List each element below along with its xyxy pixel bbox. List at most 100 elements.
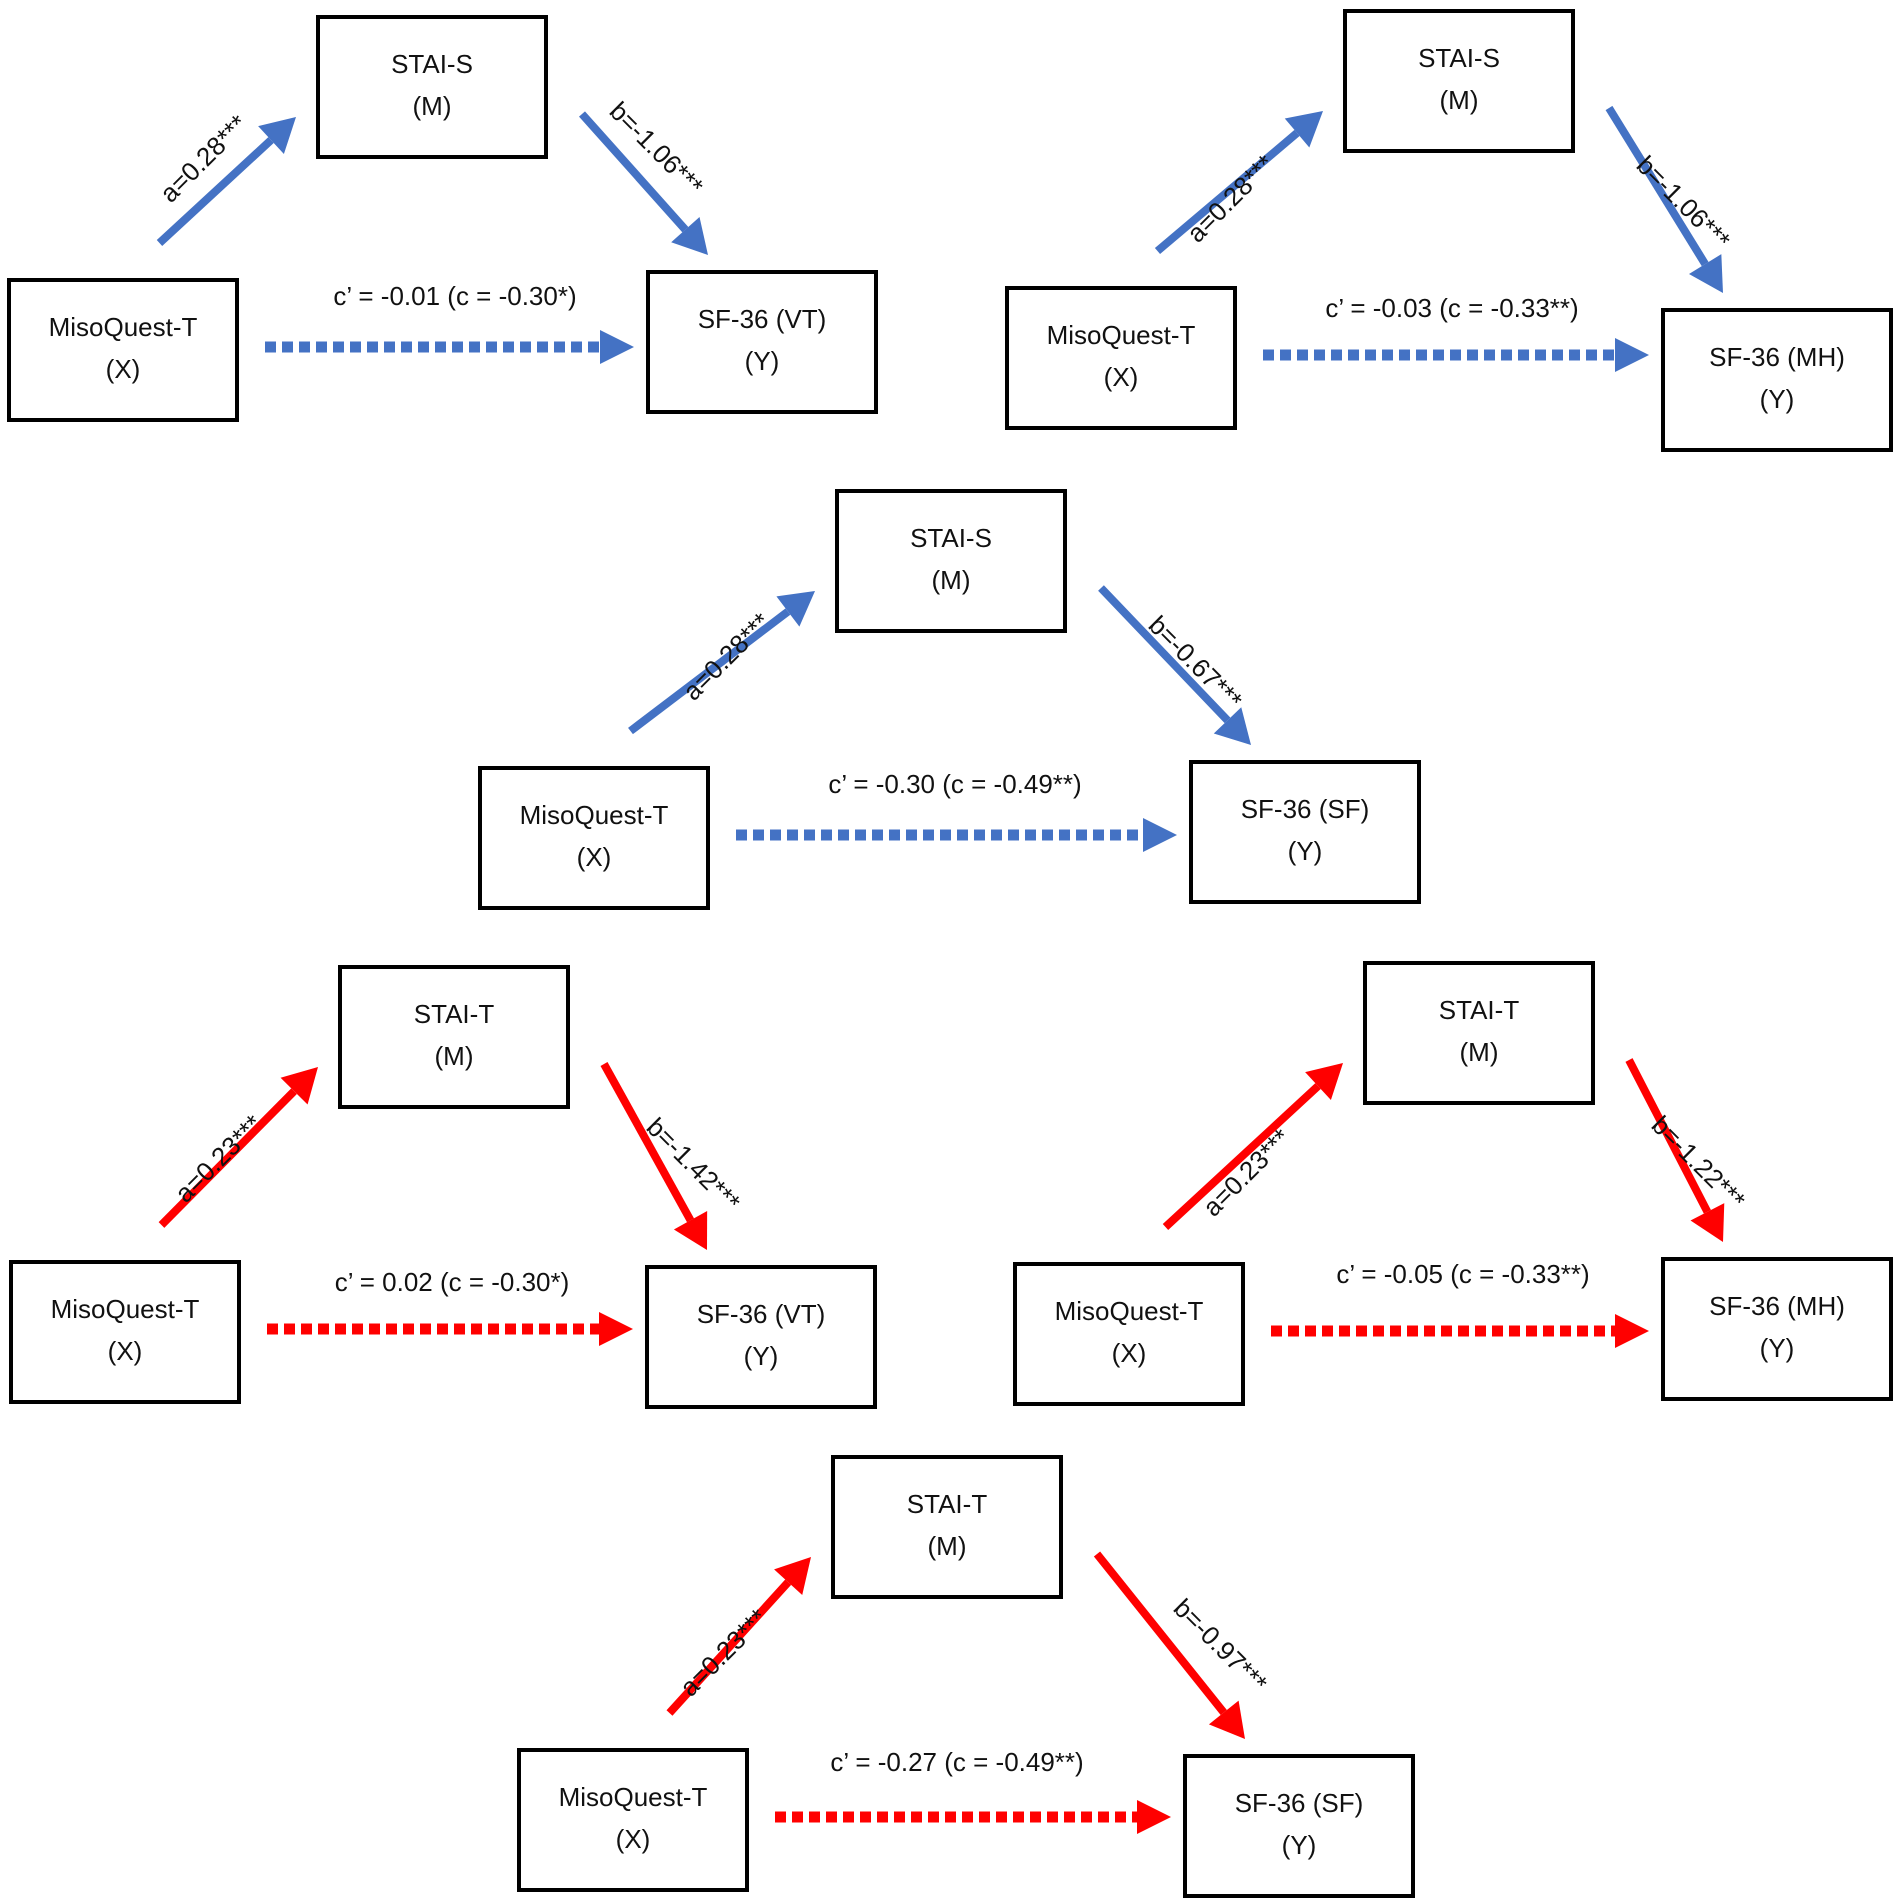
outcome-box-role: (Y) [1288, 836, 1323, 866]
outcome-box-label: SF-36 (MH) [1709, 342, 1845, 372]
predictor-box-label: MisoQuest-T [1047, 320, 1196, 350]
b-path-label: b=-0.97*** [1168, 1593, 1274, 1699]
mediator-box: STAI-T (M) [831, 1455, 1063, 1599]
predictor-box-label: MisoQuest-T [51, 1294, 200, 1324]
predictor-box-frame [9, 1260, 241, 1404]
mediator-box-frame [831, 1455, 1063, 1599]
outcome-box-role: (Y) [744, 1341, 779, 1371]
a-path-arrow-head [776, 591, 815, 627]
predictor-box: MisoQuest-T (X) [1005, 286, 1237, 430]
mediator-box-role: (M) [1460, 1037, 1499, 1067]
a-path-arrow-shaft [156, 137, 274, 246]
c-path-label: c’ = -0.30 (c = -0.49**) [828, 769, 1081, 799]
a-path-label: a=0.23*** [1197, 1123, 1296, 1222]
outcome-box-frame [646, 270, 878, 414]
c-path-label: c’ = -0.27 (c = -0.49**) [830, 1747, 1083, 1777]
b-path-arrow-shaft [1625, 1058, 1711, 1214]
outcome-box-label: SF-36 (VT) [698, 304, 827, 334]
predictor-box-label: MisoQuest-T [1055, 1296, 1204, 1326]
b-path-label: b=-1.06*** [1631, 150, 1737, 256]
outcome-box: SF-36 (SF)(Y) [1183, 1754, 1415, 1898]
mediator-box: STAI-S(M) [835, 489, 1067, 633]
mediation-model-1: STAI-S(M)MisoQuest-T(X)SF-36 (VT)(Y)a=0.… [7, 15, 878, 422]
outcome-box-frame [1183, 1754, 1415, 1898]
predictor-box-frame [517, 1748, 749, 1892]
b-path-arrow-head [1690, 1203, 1725, 1242]
outcome-box: SF-36 (MH) (Y) [1661, 308, 1893, 452]
mediator-box-label: STAI-S [1418, 43, 1500, 73]
b-path-arrow-shaft [1098, 585, 1231, 724]
b-path-label: b=-0.67*** [1143, 610, 1249, 716]
predictor-box-role: (X) [1112, 1338, 1147, 1368]
predictor-box-role: (X) [577, 842, 612, 872]
outcome-box-frame [1661, 1257, 1893, 1401]
predictor-box: MisoQuest-T (X) [9, 1260, 241, 1404]
mediator-box-frame [1363, 961, 1595, 1105]
outcome-box: SF-36 (VT) (Y) [646, 270, 878, 414]
mediation-model-6: STAI-T (M) MisoQuest-T (X) SF-36 (SF)(Y) a=0.… [517, 1455, 1415, 1898]
predictor-box-frame [1005, 286, 1237, 430]
b-path-arrow-shaft [600, 1062, 695, 1223]
b-path-arrow-head [1688, 254, 1723, 293]
c-path-label: c’ = 0.02 (c = -0.30*) [335, 1267, 570, 1297]
a-path-label: a=0.28*** [1181, 149, 1280, 248]
predictor-box-role: (X) [106, 354, 141, 384]
outcome-box: SF-36 (SF) (Y) [1189, 760, 1421, 904]
outcome-box: SF-36 (VT) (Y) [645, 1265, 877, 1409]
b-path-arrow-head [671, 216, 708, 255]
mediation-model-5: STAI-T (M) MisoQuest-T (X) SF-36 (MH) (Y) a=0.… [1013, 961, 1893, 1406]
c-path-arrow-head [1615, 1314, 1649, 1348]
predictor-box-role: (X) [108, 1336, 143, 1366]
predictor-box-frame [1013, 1262, 1245, 1406]
a-path-arrow-shaft [628, 608, 791, 735]
a-path-arrow-head [280, 1067, 318, 1105]
outcome-box-frame [1189, 760, 1421, 904]
a-path-arrow-head [774, 1557, 811, 1595]
predictor-box: MisoQuest-T (X) [1013, 1262, 1245, 1406]
outcome-box-label: SF-36 (VT) [697, 1299, 826, 1329]
predictor-box-frame [7, 278, 239, 422]
mediation-model-2: STAI-S (M) MisoQuest-T (X) SF-36 (MH) (Y) a=0.… [1005, 9, 1893, 452]
predictor-box-label: MisoQuest-T [49, 312, 198, 342]
mediator-box-role: (M) [1440, 85, 1479, 115]
predictor-box: MisoQuest-T (X) [478, 766, 710, 910]
outcome-box-label: SF-36 (MH) [1709, 1291, 1845, 1321]
c-path-label: c’ = -0.03 (c = -0.33**) [1325, 293, 1578, 323]
mediator-box-label: STAI-T [907, 1489, 988, 1519]
a-path-label: a=0.23*** [169, 1109, 268, 1208]
c-path-arrow-head [1615, 338, 1649, 372]
b-path-arrow-shaft [1605, 105, 1709, 267]
c-path-arrow-head [599, 1312, 633, 1346]
predictor-box-role: (X) [1104, 362, 1139, 392]
mediator-box: STAI-T (M) [1363, 961, 1595, 1105]
c-path-label: c’ = -0.05 (c = -0.33**) [1336, 1259, 1589, 1289]
mediator-box-label: STAI-T [1439, 995, 1520, 1025]
outcome-box-role: (Y) [1282, 1830, 1317, 1860]
a-path-label: a=0.28*** [677, 607, 776, 706]
mediator-box-label: STAI-S [391, 49, 473, 79]
predictor-box-role: (X) [616, 1824, 651, 1854]
outcome-box-label: SF-36 (SF) [1241, 794, 1370, 824]
a-path-arrow-shaft [158, 1088, 297, 1228]
outcome-box-frame [1661, 308, 1893, 452]
mediator-box-frame [835, 489, 1067, 633]
mediator-box-label: STAI-T [414, 999, 495, 1029]
mediator-box: STAI-S (M) [1343, 9, 1575, 153]
outcome-box-role: (Y) [1760, 384, 1795, 414]
mediator-box: STAI-T(M) [338, 965, 570, 1109]
outcome-box-role: (Y) [1760, 1333, 1795, 1363]
a-path-arrow-head [1305, 1063, 1343, 1101]
a-path-arrow-shaft [1154, 129, 1300, 255]
a-path-label: a=0.28*** [154, 109, 253, 208]
mediator-box-role: (M) [928, 1531, 967, 1561]
a-path-arrow-shaft [666, 1579, 792, 1716]
outcome-box-role: (Y) [745, 346, 780, 376]
b-path-arrow-shaft [579, 111, 689, 233]
predictor-box-label: MisoQuest-T [559, 1782, 708, 1812]
predictor-box-frame [478, 766, 710, 910]
b-path-arrow-head [673, 1211, 708, 1250]
predictor-box-label: MisoQuest-T [520, 800, 669, 830]
a-path-label: a=0.23*** [674, 1603, 773, 1702]
a-path-arrow-shaft [1162, 1083, 1321, 1230]
